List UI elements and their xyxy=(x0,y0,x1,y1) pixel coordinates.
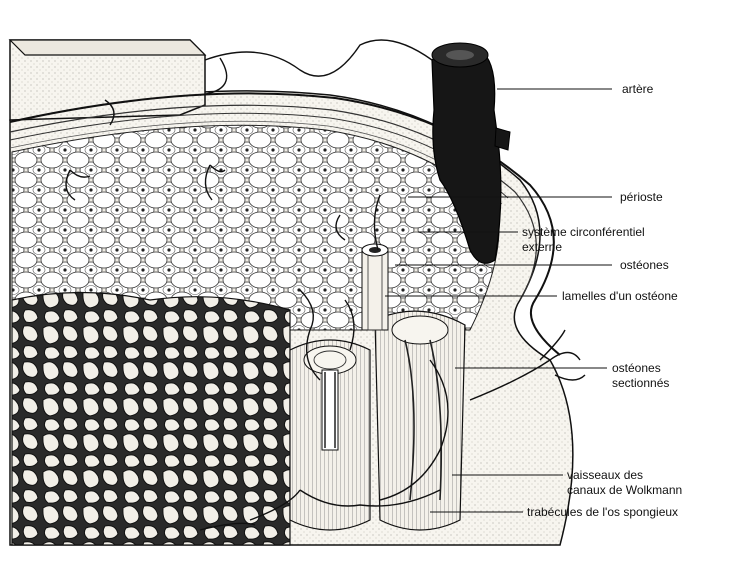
sectioned-osteon-left xyxy=(290,340,370,530)
label-vaisseaux-line1: vaisseaux des xyxy=(567,468,643,482)
label-artere: artère xyxy=(622,82,654,96)
label-vaisseaux-line2: canaux de Wolkmann xyxy=(567,483,682,497)
osteon-lamellae-column xyxy=(362,244,388,330)
label-systeme-line1: système circonférentiel xyxy=(522,225,645,239)
label-osteones-sectionnes-line1: ostéones xyxy=(612,361,661,375)
spongy-bone xyxy=(12,293,290,546)
label-perioste: périoste xyxy=(620,190,663,204)
label-osteones: ostéones xyxy=(620,258,669,272)
label-systeme-line2: externe xyxy=(522,240,562,254)
label-osteones-sectionnes-line2: sectionnés xyxy=(612,376,669,390)
label-lamelles: lamelles d'un ostéone xyxy=(562,289,678,303)
label-trabecules: trabécules de l'os spongieux xyxy=(527,505,678,519)
